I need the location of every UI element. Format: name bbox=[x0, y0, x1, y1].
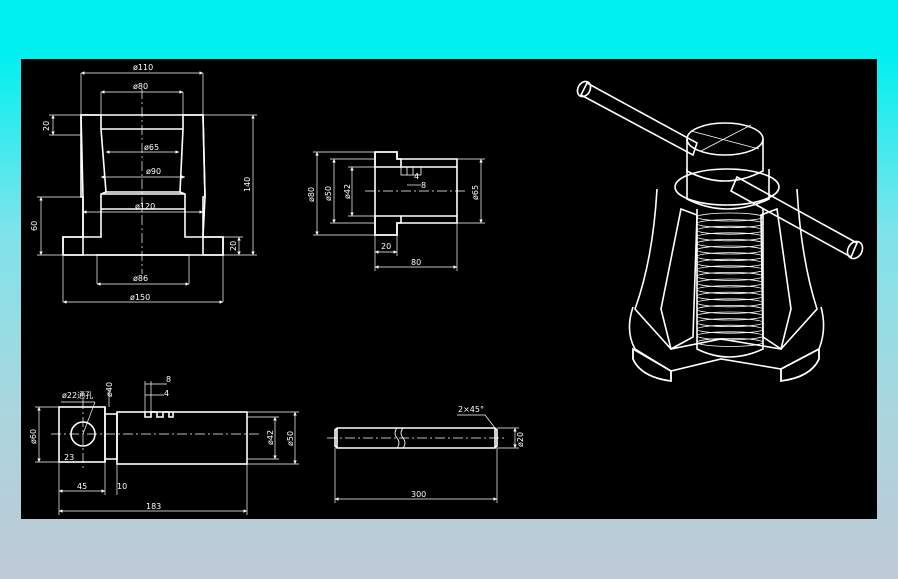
dim-nut-flange: 20 bbox=[381, 242, 391, 251]
dim-screw-shaft: ø42 bbox=[266, 430, 275, 445]
dim-screw-neck-len: 10 bbox=[117, 482, 127, 491]
dim-base-flange: ø150 bbox=[130, 293, 150, 302]
dim-nut-right: ø65 bbox=[471, 185, 480, 200]
dim-nut-pitch: 8 bbox=[421, 181, 426, 190]
dim-base-h-lower: 60 bbox=[30, 221, 39, 231]
thread-ring bbox=[696, 285, 764, 295]
thread-ring bbox=[696, 311, 764, 321]
dim-nut-depth: 4 bbox=[414, 172, 419, 181]
thread-ring bbox=[696, 278, 764, 288]
dim-screw-head-len: 45 bbox=[77, 482, 87, 491]
dim-screw-head-small: ø40 bbox=[105, 382, 114, 397]
dim-screw-depth: 4 bbox=[164, 389, 169, 398]
dim-base-bore1: ø65 bbox=[144, 143, 159, 152]
dim-screw-offset: 23 bbox=[64, 453, 74, 462]
dim-base-h-flange: 20 bbox=[229, 241, 238, 251]
thread-ring bbox=[696, 258, 764, 268]
thread-ring bbox=[696, 304, 764, 314]
nut-view: ø80 ø50 ø42 ø65 20 80 8 4 bbox=[307, 151, 485, 271]
thread-ring bbox=[696, 331, 764, 341]
thread-ring bbox=[696, 265, 764, 275]
thread-ring bbox=[696, 291, 764, 301]
cad-drawing: ø110 ø80 ø65 ø90 ø120 ø86 ø150 20 60 140… bbox=[29, 63, 864, 515]
dim-bar-length: 300 bbox=[411, 490, 426, 499]
dim-nut-mid: ø50 bbox=[324, 186, 333, 201]
drawing-canvas: ø110 ø80 ø65 ø90 ø120 ø86 ø150 20 60 140… bbox=[21, 59, 877, 519]
thread-ring bbox=[696, 271, 764, 281]
dim-base-bottom-inner: ø86 bbox=[133, 274, 148, 283]
assembly-isometric bbox=[576, 80, 864, 382]
thread-ring bbox=[696, 324, 764, 334]
screw-view: ø60 ø22通孔 ø40 23 45 10 183 ø42 ø50 8 4 bbox=[29, 375, 299, 515]
thread-ring bbox=[696, 238, 764, 248]
thread-ring bbox=[696, 245, 764, 255]
dim-nut-inner: ø42 bbox=[343, 184, 352, 199]
dim-nut-outer: ø80 bbox=[307, 187, 316, 202]
dim-base-h-total: 140 bbox=[243, 177, 252, 192]
dim-screw-total-len: 183 bbox=[146, 502, 161, 511]
dim-bar-chamfer: 2×45° bbox=[458, 405, 484, 414]
thread-ring bbox=[696, 219, 764, 229]
dim-screw-head: ø60 bbox=[29, 429, 38, 444]
dim-screw-shaft-out: ø50 bbox=[286, 431, 295, 446]
thread-ring bbox=[696, 252, 764, 262]
thread-ring bbox=[696, 337, 764, 347]
thread-ring bbox=[696, 225, 764, 235]
dim-nut-length: 80 bbox=[411, 258, 421, 267]
dim-base-top-outer: ø110 bbox=[133, 63, 153, 72]
thread-ring bbox=[696, 212, 764, 222]
dim-screw-hole: ø22通孔 bbox=[62, 390, 93, 400]
dim-screw-pitch: 8 bbox=[166, 375, 171, 384]
dim-base-bore2: ø90 bbox=[146, 167, 161, 176]
dim-base-bore3: ø120 bbox=[135, 202, 155, 211]
thread-ring bbox=[696, 232, 764, 242]
base-view: ø110 ø80 ø65 ø90 ø120 ø86 ø150 20 60 140… bbox=[30, 63, 257, 304]
dim-bar-diameter: ø20 bbox=[516, 432, 525, 447]
thread-ring bbox=[696, 318, 764, 328]
bar-view: 300 ø20 2×45° bbox=[327, 405, 525, 503]
dim-base-top-inner: ø80 bbox=[133, 82, 148, 91]
screw-threads bbox=[696, 209, 764, 358]
thread-ring bbox=[696, 298, 764, 308]
dim-base-h-top: 20 bbox=[42, 121, 51, 131]
